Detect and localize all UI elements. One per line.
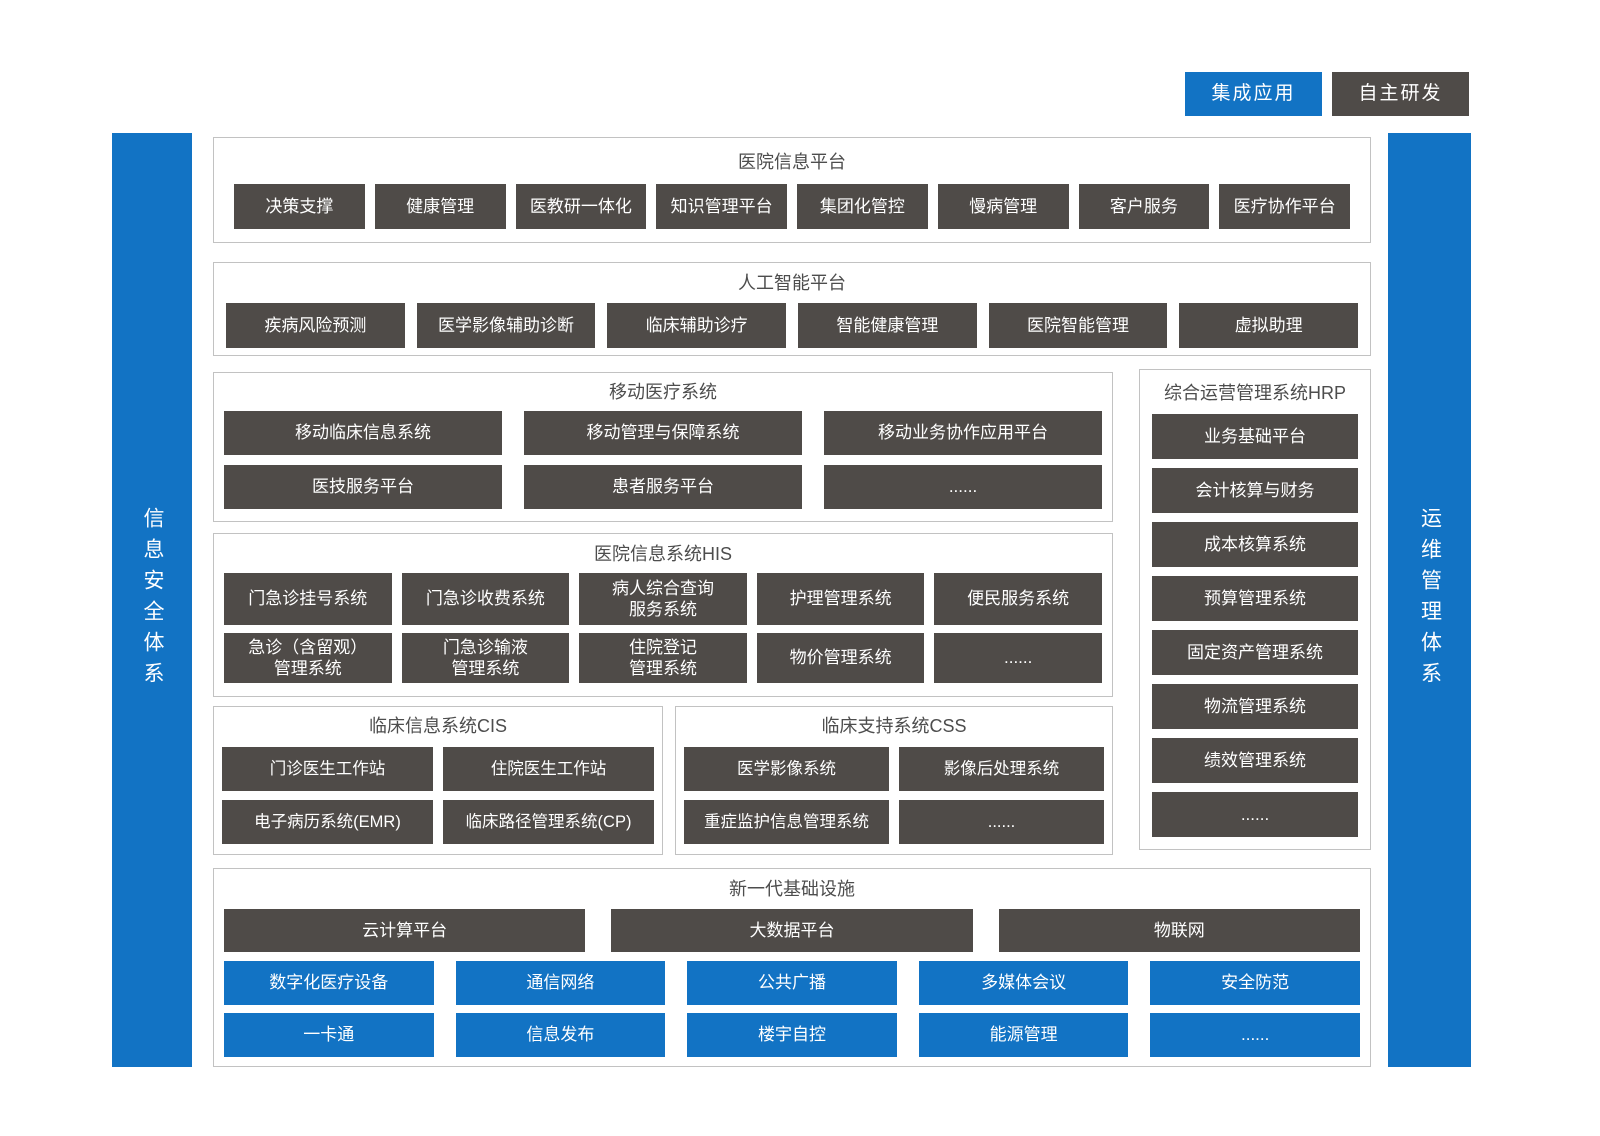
his-item: 护理管理系统 [756, 573, 925, 625]
section-his-system: 医院信息系统HIS 门急诊挂号系统 门急诊收费系统 病人综合查询 服务系统 护理… [213, 533, 1113, 697]
platform-item: 健康管理 [374, 184, 506, 229]
sidebar-info-security-label: 信息安全体系 [141, 507, 164, 693]
hrp-item: ...... [1152, 792, 1358, 837]
ai-item: 智能健康管理 [798, 303, 977, 348]
his-item: 住院登记 管理系统 [579, 633, 747, 683]
infra-dark-row: 云计算平台 大数据平台 物联网 [214, 909, 1370, 952]
infra-item: 公共广播 [687, 961, 897, 1005]
his-items-row: 门急诊挂号系统 门急诊收费系统 病人综合查询 服务系统 护理管理系统 便民服务系… [214, 573, 1112, 625]
cis-items-row: 电子病历系统(EMR) 临床路径管理系统(CP) [214, 800, 662, 844]
legend-integrated-application: 集成应用 [1185, 72, 1322, 116]
infra-item: ...... [1150, 1013, 1360, 1057]
section-title: 新一代基础设施 [729, 879, 855, 899]
mobile-item: 医技服务平台 [224, 465, 502, 509]
infra-item: 能源管理 [918, 1013, 1129, 1057]
infra-item: 物联网 [998, 909, 1360, 952]
infra-item: 云计算平台 [224, 909, 586, 952]
css-items-row: 重症监护信息管理系统 ...... [676, 800, 1112, 844]
mobile-item: 患者服务平台 [524, 465, 802, 509]
hrp-items-column: 业务基础平台 会计核算与财务 成本核算系统 预算管理系统 固定资产管理系统 物流… [1152, 414, 1358, 837]
platform-items-row: 决策支撑 健康管理 医教研一体化 知识管理平台 集团化管控 慢病管理 客户服务 … [214, 184, 1370, 229]
cis-item: 住院医生工作站 [443, 747, 654, 791]
section-title: 医院信息系统HIS [593, 544, 732, 564]
mobile-item: 移动临床信息系统 [224, 411, 502, 455]
section-title: 临床支持系统CSS [821, 716, 967, 736]
ai-item: 医学影像辅助诊断 [416, 303, 596, 348]
css-item: 医学影像系统 [684, 747, 889, 791]
hrp-item: 绩效管理系统 [1152, 738, 1358, 783]
his-item: 便民服务系统 [934, 573, 1102, 625]
sidebar-ops-management-label: 运维管理体系 [1418, 507, 1442, 693]
section-title: 人工智能平台 [738, 273, 846, 293]
section-ai-platform: 人工智能平台 疾病风险预测 医学影像辅助诊断 临床辅助诊疗 智能健康管理 医院智… [213, 262, 1371, 356]
css-item: ...... [899, 800, 1104, 844]
mobile-item: 移动业务协作应用平台 [824, 411, 1102, 455]
his-item: ...... [934, 633, 1102, 683]
section-css-system: 临床支持系统CSS 医学影像系统 影像后处理系统 重症监护信息管理系统 ....… [675, 706, 1113, 855]
cis-item: 临床路径管理系统(CP) [443, 800, 654, 844]
his-items-row: 急诊（含留观） 管理系统 门急诊输液 管理系统 住院登记 管理系统 物价管理系统… [214, 633, 1112, 683]
section-title: 移动医疗系统 [609, 382, 717, 402]
mobile-items-row: 医技服务平台 患者服务平台 ...... [214, 465, 1112, 509]
cis-item: 门诊医生工作站 [222, 747, 433, 791]
infra-item: 多媒体会议 [918, 961, 1129, 1005]
infra-blue-row: 一卡通 信息发布 楼宇自控 能源管理 ...... [214, 1013, 1370, 1057]
hrp-item: 会计核算与财务 [1152, 468, 1358, 513]
infra-item: 一卡通 [224, 1013, 434, 1057]
his-item: 门急诊收费系统 [401, 573, 570, 625]
his-item: 门急诊输液 管理系统 [401, 633, 570, 683]
infra-item: 安全防范 [1150, 961, 1360, 1005]
infra-item: 楼宇自控 [687, 1013, 897, 1057]
infra-blue-row: 数字化医疗设备 通信网络 公共广播 多媒体会议 安全防范 [214, 961, 1370, 1005]
section-hospital-info-platform: 医院信息平台 决策支撑 健康管理 医教研一体化 知识管理平台 集团化管控 慢病管… [213, 137, 1371, 243]
infra-item: 信息发布 [455, 1013, 666, 1057]
platform-item: 客户服务 [1078, 184, 1210, 229]
ai-item: 虚拟助理 [1179, 303, 1359, 348]
ai-item: 医院智能管理 [988, 303, 1168, 348]
section-title: 临床信息系统CIS [368, 716, 507, 736]
hrp-item: 预算管理系统 [1152, 576, 1358, 621]
his-item: 病人综合查询 服务系统 [579, 573, 747, 625]
hrp-item: 成本核算系统 [1152, 522, 1358, 567]
section-mobile-medical-system: 移动医疗系统 移动临床信息系统 移动管理与保障系统 移动业务协作应用平台 医技服… [213, 372, 1113, 522]
infra-item: 通信网络 [455, 961, 666, 1005]
platform-item: 集团化管控 [797, 184, 928, 229]
his-item: 门急诊挂号系统 [224, 573, 392, 625]
mobile-item: 移动管理与保障系统 [524, 411, 802, 455]
infra-item: 大数据平台 [611, 909, 973, 952]
hrp-item: 物流管理系统 [1152, 684, 1358, 729]
his-item: 急诊（含留观） 管理系统 [224, 633, 392, 683]
css-items-row: 医学影像系统 影像后处理系统 [676, 747, 1112, 791]
sidebar-info-security-system: 信息安全体系 [112, 133, 192, 1067]
hrp-item: 固定资产管理系统 [1152, 630, 1358, 675]
section-cis-system: 临床信息系统CIS 门诊医生工作站 住院医生工作站 电子病历系统(EMR) 临床… [213, 706, 663, 855]
his-item: 物价管理系统 [756, 633, 925, 683]
css-item: 重症监护信息管理系统 [684, 800, 889, 844]
section-hrp-system: 综合运营管理系统HRP 业务基础平台 会计核算与财务 成本核算系统 预算管理系统… [1139, 369, 1371, 850]
platform-item: 慢病管理 [937, 184, 1069, 229]
hrp-item: 业务基础平台 [1152, 414, 1358, 459]
css-item: 影像后处理系统 [899, 747, 1104, 791]
ai-items-row: 疾病风险预测 医学影像辅助诊断 临床辅助诊疗 智能健康管理 医院智能管理 虚拟助… [214, 303, 1370, 348]
platform-item: 医疗协作平台 [1219, 184, 1350, 229]
cis-items-row: 门诊医生工作站 住院医生工作站 [214, 747, 662, 791]
section-title: 综合运营管理系统HRP [1163, 383, 1346, 403]
legend-self-developed: 自主研发 [1332, 72, 1469, 116]
ai-item: 临床辅助诊疗 [607, 303, 787, 348]
section-next-gen-infrastructure: 新一代基础设施 云计算平台 大数据平台 物联网 数字化医疗设备 通信网络 公共广… [213, 868, 1371, 1067]
mobile-item: ...... [824, 465, 1102, 509]
ai-item: 疾病风险预测 [226, 303, 405, 348]
section-title: 医院信息平台 [738, 152, 846, 172]
sidebar-ops-management-system: 运维管理体系 [1388, 133, 1471, 1067]
platform-item: 知识管理平台 [656, 184, 787, 229]
platform-item: 医教研一体化 [515, 184, 647, 229]
platform-item: 决策支撑 [234, 184, 365, 229]
cis-item: 电子病历系统(EMR) [222, 800, 433, 844]
mobile-items-row: 移动临床信息系统 移动管理与保障系统 移动业务协作应用平台 [214, 411, 1112, 455]
infra-item: 数字化医疗设备 [224, 961, 434, 1005]
